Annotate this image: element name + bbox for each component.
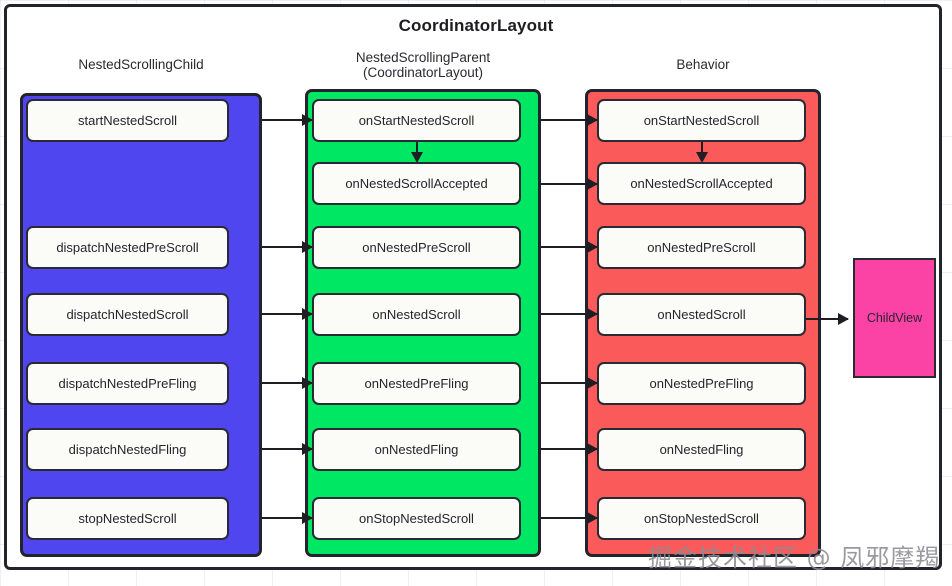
column-label-text: NestedScrollingParent [355,50,491,65]
arrow-child-to-parent-row-0 [262,114,313,126]
arrow-child-to-parent-row-3 [262,308,313,320]
arrow-child-to-parent-row-4 [262,377,313,389]
page-title: CoordinatorLayout [398,16,554,35]
method-box-dispatch-nested-fling[interactable]: dispatchNestedFling [26,428,229,471]
column-label-text: NestedScrollingChild [78,57,204,72]
method-box-on-start-nested-scroll-behavior[interactable]: onStartNestedScroll [597,99,806,142]
method-box-start-nested-scroll[interactable]: startNestedScroll [26,99,229,142]
method-box-on-stop-nested-scroll-behavior[interactable]: onStopNestedScroll [597,497,806,540]
column-label-nested-scrolling-child: NestedScrollingChild [20,57,262,72]
method-box-on-nested-fling-parent[interactable]: onNestedFling [312,428,521,471]
arrow-parent-to-behavior-row-3 [541,308,598,320]
method-box-on-nested-pre-scroll-behavior[interactable]: onNestedPreScroll [597,226,806,269]
method-box-dispatch-nested-pre-scroll[interactable]: dispatchNestedPreScroll [26,226,229,269]
arrow-parent-to-behavior-row-5 [541,443,598,455]
arrow-child-to-parent-row-6 [262,512,313,524]
child-view-box[interactable]: ChildView [853,258,936,378]
column-label-text: Behavior [676,57,730,72]
method-box-stop-nested-scroll[interactable]: stopNestedScroll [26,497,229,540]
method-box-on-stop-nested-scroll-parent[interactable]: onStopNestedScroll [312,497,521,540]
method-box-on-nested-pre-fling-parent[interactable]: onNestedPreFling [312,362,521,405]
arrow-parent-to-behavior-row-0 [541,114,598,126]
arrow-parent-to-behavior-row-2 [541,241,598,253]
method-box-on-nested-pre-fling-behavior[interactable]: onNestedPreFling [597,362,806,405]
method-box-on-nested-scroll-accepted-parent[interactable]: onNestedScrollAccepted [312,162,521,205]
method-box-on-nested-fling-behavior[interactable]: onNestedFling [597,428,806,471]
column-sublabel-text: (CoordinatorLayout) [362,65,484,80]
arrow-parent-to-behavior-row-1 [541,178,598,190]
method-box-on-nested-scroll-parent[interactable]: onNestedScroll [312,293,521,336]
arrow-parent-row-0-to-row-1 [411,142,423,163]
arrow-child-to-parent-row-2 [262,241,313,253]
arrow-behavior-row-0-to-row-1 [696,142,708,163]
method-box-on-nested-scroll-accepted-behavior[interactable]: onNestedScrollAccepted [597,162,806,205]
column-label-behavior: Behavior [585,57,821,72]
method-box-on-nested-pre-scroll-parent[interactable]: onNestedPreScroll [312,226,521,269]
method-box-on-start-nested-scroll-parent[interactable]: onStartNestedScroll [312,99,521,142]
method-box-on-nested-scroll-behavior[interactable]: onNestedScroll [597,293,806,336]
arrow-child-to-parent-row-5 [262,443,313,455]
arrow-parent-to-behavior-row-4 [541,377,598,389]
method-box-dispatch-nested-pre-fling[interactable]: dispatchNestedPreFling [26,362,229,405]
column-label-nested-scrolling-parent: NestedScrollingParent (CoordinatorLayout… [305,50,541,80]
arrow-behavior-to-child-view [806,313,849,325]
method-box-dispatch-nested-scroll[interactable]: dispatchNestedScroll [26,293,229,336]
arrow-parent-to-behavior-row-6 [541,512,598,524]
